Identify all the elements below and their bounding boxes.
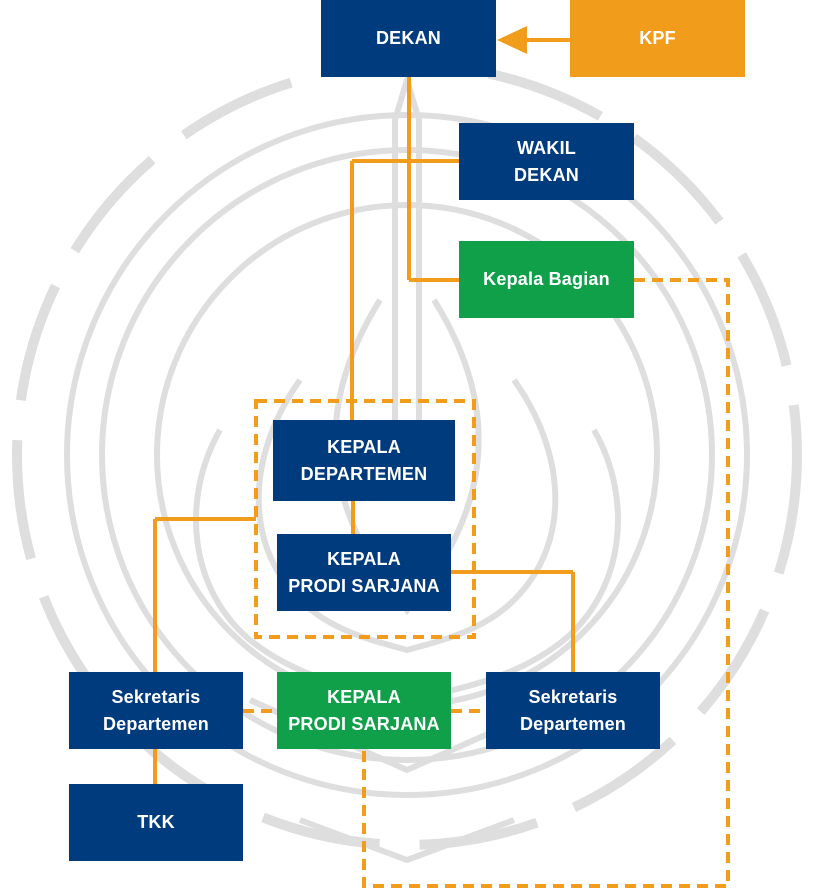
kepala-departemen-label: KEPALA DEPARTEMEN bbox=[300, 437, 428, 484]
sekretaris-departemen-left-label: Sekretaris Departemen bbox=[102, 687, 210, 734]
kpf-arrowhead-icon bbox=[497, 26, 527, 54]
sekretaris-departemen-right-box: Sekretaris Departemen bbox=[486, 672, 660, 749]
kepala-bagian-box: Kepala Bagian bbox=[459, 241, 634, 318]
kepala-prodi-sarjana-bottom-box: KEPALA PRODI SARJANA bbox=[277, 672, 451, 749]
kpf-label: KPF bbox=[639, 28, 676, 49]
kepala-prodi-sarjana-bottom-label: KEPALA PRODI SARJANA bbox=[288, 687, 440, 734]
wakil-dekan-box: WAKIL DEKAN bbox=[459, 123, 634, 200]
kpf-box: KPF bbox=[570, 0, 745, 77]
tkk-box: TKK bbox=[69, 784, 243, 861]
kepala-bagian-label: Kepala Bagian bbox=[483, 269, 610, 290]
department-dashed-group bbox=[254, 399, 476, 639]
kepala-departemen-box: KEPALA DEPARTEMEN bbox=[273, 420, 455, 501]
kepala-prodi-sarjana-top-label: KEPALA PRODI SARJANA bbox=[288, 549, 440, 596]
kepala-prodi-sarjana-top-box: KEPALA PRODI SARJANA bbox=[277, 534, 451, 611]
kepala-bagian-dashed-route bbox=[362, 278, 730, 888]
sekretaris-departemen-left-box: Sekretaris Departemen bbox=[69, 672, 243, 749]
dekan-box: DEKAN bbox=[321, 0, 496, 77]
tkk-label: TKK bbox=[137, 812, 175, 833]
sekretaris-departemen-right-label: Sekretaris Departemen bbox=[519, 687, 627, 734]
dekan-label: DEKAN bbox=[375, 28, 441, 49]
wakil-dekan-label: WAKIL DEKAN bbox=[513, 138, 579, 185]
